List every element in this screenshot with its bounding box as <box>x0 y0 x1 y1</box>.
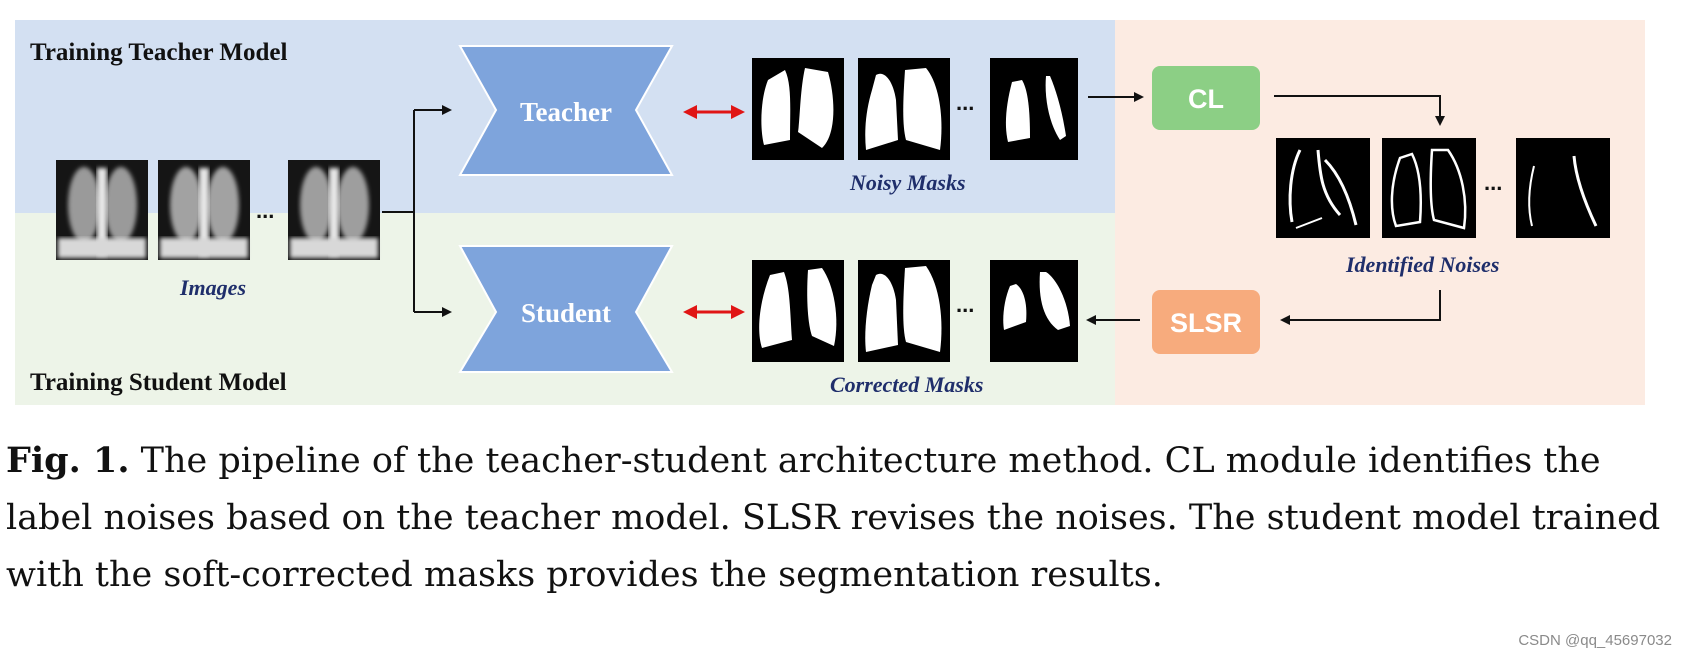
teacher-model-shape <box>458 45 674 176</box>
caption-text: The pipeline of the teacher-student arch… <box>6 441 1661 595</box>
noisy-masks-ellipsis: ... <box>956 90 974 115</box>
noisy-masks-label: Noisy Masks <box>849 170 966 195</box>
images-label: Images <box>179 275 246 300</box>
corrected-masks-label: Corrected Masks <box>830 372 983 397</box>
teacher-label: Teacher <box>520 97 612 127</box>
cl-to-noises-arrow <box>1274 95 1445 126</box>
figure-caption: Fig. 1. The pipeline of the teacher-stud… <box>6 432 1676 604</box>
noise-mask-3 <box>1516 138 1610 238</box>
student-section-title: Training Student Model <box>30 369 287 396</box>
branch-connector <box>382 105 452 317</box>
slsr-box <box>1152 290 1260 354</box>
noise-mask-2 <box>1382 138 1476 238</box>
corrected-mask-2 <box>858 260 950 362</box>
cl-label: CL <box>1188 84 1224 114</box>
teacher-section-title: Training Teacher Model <box>30 39 287 66</box>
slsr-label: SLSR <box>1170 308 1242 338</box>
identified-noises-label: Identified Noises <box>1345 252 1499 277</box>
corrected-mask-3 <box>990 260 1078 362</box>
xray-image-1 <box>56 160 148 260</box>
cl-box <box>1152 66 1260 130</box>
noises-to-slsr-arrow <box>1280 290 1441 325</box>
images-ellipsis: ... <box>256 198 274 223</box>
noisy-mask-3 <box>990 58 1078 160</box>
noise-mask-1 <box>1276 138 1370 238</box>
caption-prefix: Fig. 1. <box>6 440 130 481</box>
watermark: CSDN @qq_45697032 <box>1518 632 1672 649</box>
corrected-mask-1 <box>752 260 844 362</box>
xray-image-2 <box>158 160 250 260</box>
corrected-masks-ellipsis: ... <box>956 292 974 317</box>
noisy-mask-2 <box>858 58 950 160</box>
noisy-mask-1 <box>752 58 844 160</box>
student-label: Student <box>521 298 611 328</box>
pipeline-diagram: Training Teacher Model Training Student … <box>15 20 1645 405</box>
student-model-shape <box>458 245 674 373</box>
noises-ellipsis: ... <box>1484 170 1502 195</box>
xray-image-3 <box>288 160 380 260</box>
